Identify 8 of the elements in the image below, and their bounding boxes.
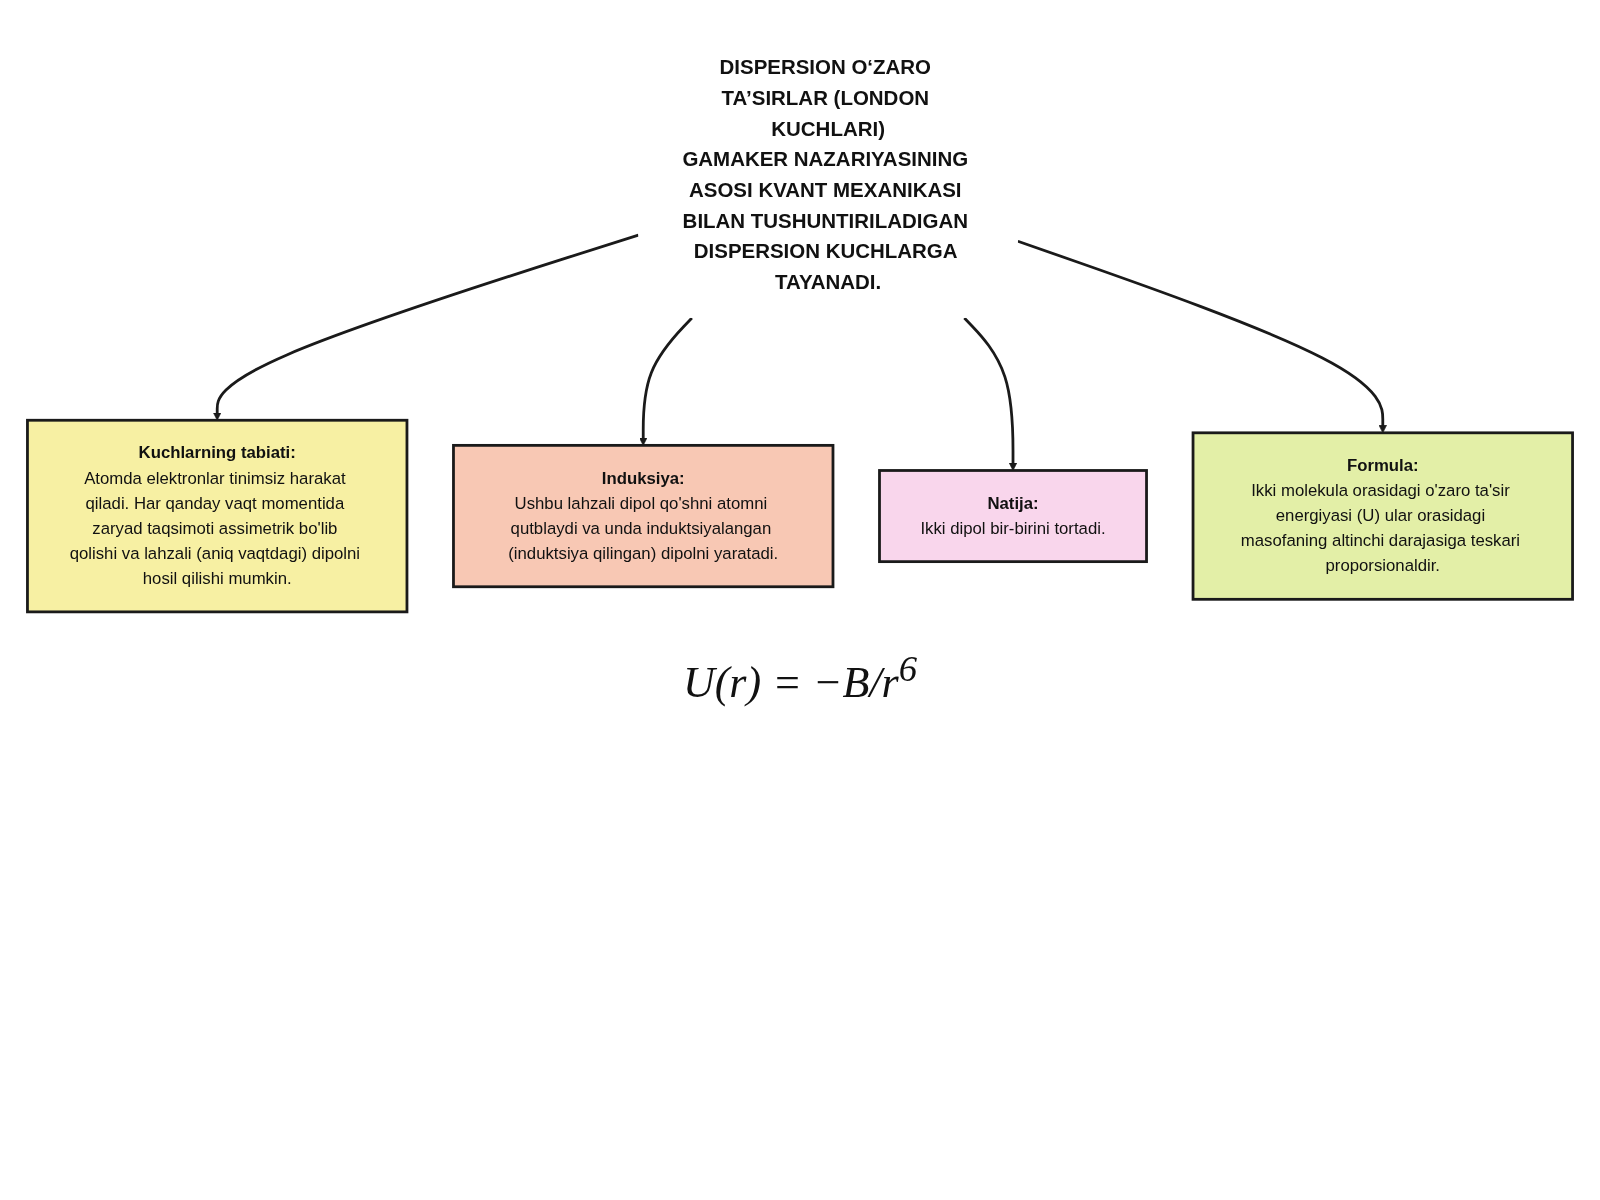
note-card: Natija: Ikki dipol bir-birini tortadi. (878, 469, 1148, 564)
arrow (213, 233, 639, 421)
arrow (963, 316, 1018, 471)
note-card: Kuchlarning tabiati: Atomda elektronlar tinimsiz harakat qiladi. Har qanday vaqt momentida zaryad taqsimoti assimetrik bo'lib qolishi va lahzali (aniq vaqtdagi) dipolni hosil qilishi mumkin. (26, 418, 409, 614)
formula-text: U(r) = −B/r$^{6}$ (682, 647, 918, 708)
note-card: Formula: Ikki molekula orasidagi o'zaro ta'sir energiyasi (U) ular orasidagi masofaning altinchi darajasiga teskari proporsionaldir. (1191, 431, 1574, 601)
arrow (639, 316, 693, 446)
note-card: Induksiya: Ushbu lahzali dipol qo'shni atomni qutblaydi va unda induktsiyalangan (induktsiya qilingan) dipolni yaratadi. (452, 443, 835, 589)
